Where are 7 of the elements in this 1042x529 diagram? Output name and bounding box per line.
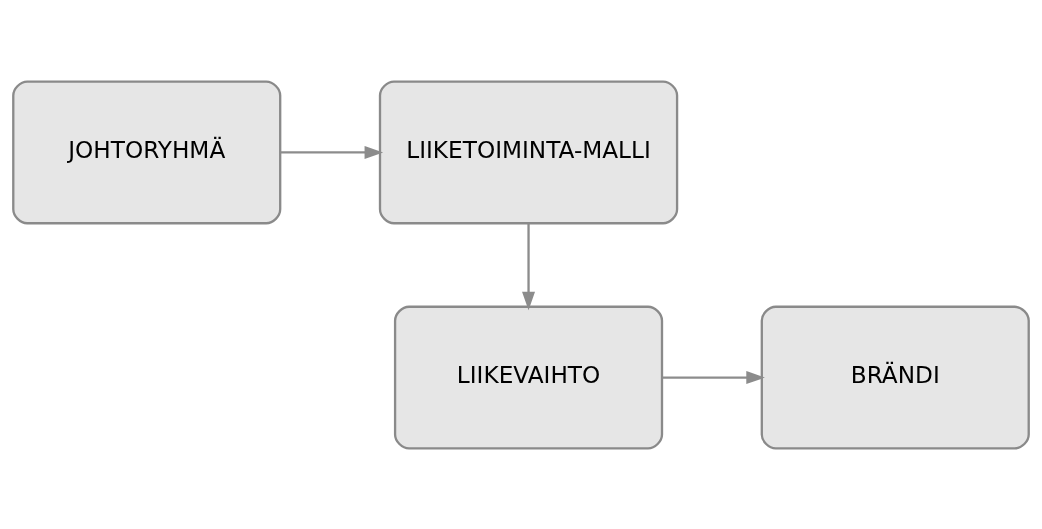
arrow (522, 223, 536, 310)
arrow (280, 145, 384, 159)
arrow (662, 370, 765, 384)
node-box: JOHTORYHMÄ (12, 80, 282, 224)
node-box: LIIKETOIMINTA-MALLI (378, 80, 679, 224)
node-box: LIIKEVAIHTO (393, 305, 664, 450)
node-box: BRÄNDI (760, 305, 1030, 450)
